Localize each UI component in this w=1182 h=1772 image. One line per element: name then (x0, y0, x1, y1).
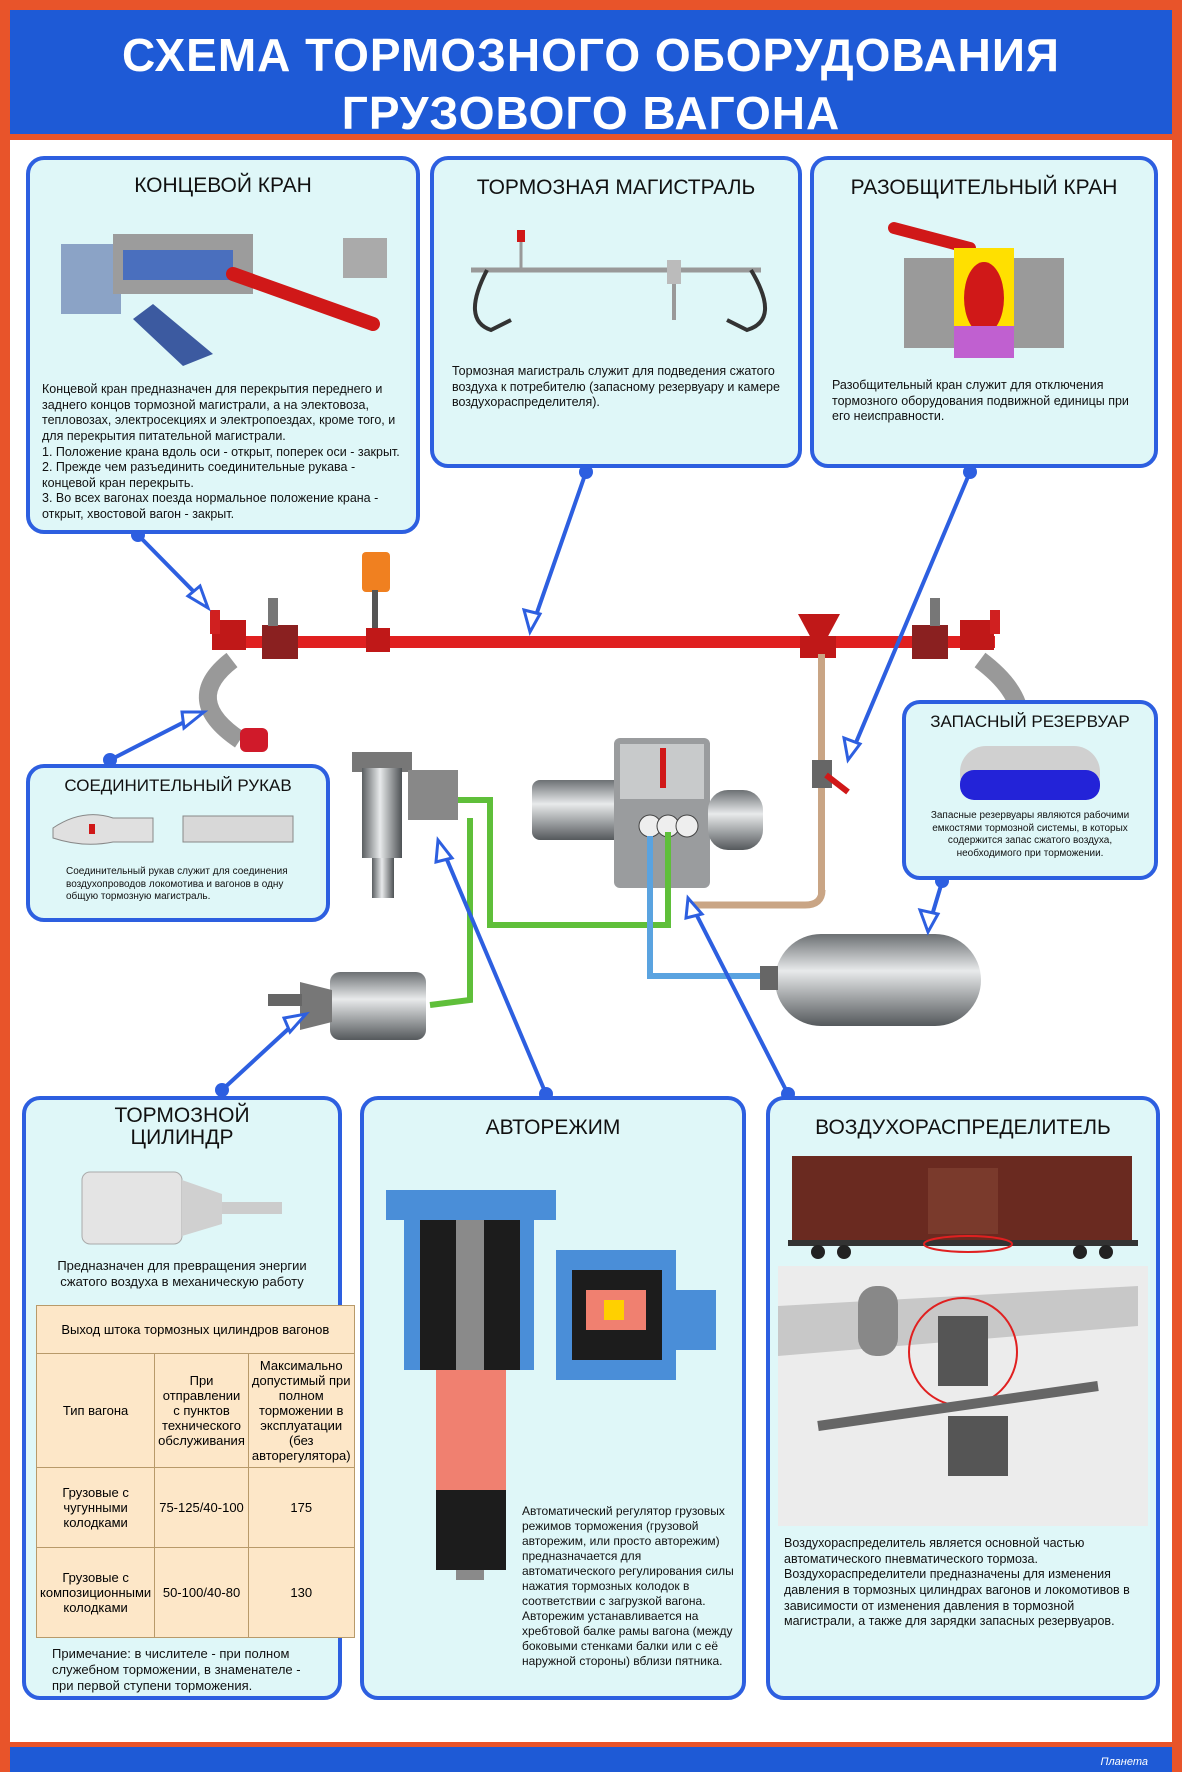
box-end-cock: КОНЦЕВОЙ КРАН Концевой кран предназначен… (26, 156, 420, 534)
box-heading: ТОРМОЗНАЯ МАГИСТРАЛЬ (476, 176, 756, 199)
box-autoregime: АВТОРЕЖИМ Автоматический регулятор грузо… (360, 1096, 746, 1700)
table-header: При отправлении с пунктов технического о… (154, 1352, 249, 1468)
tee-fitting-icon (798, 614, 840, 640)
distributor-text-1: Воздухораспределитель является основной … (784, 1536, 1085, 1566)
box-heading: ВОЗДУХОРАСПРЕДЕЛИТЕЛЬ (815, 1116, 1111, 1139)
box-reservoir: ЗАПАСНЫЙ РЕЗЕРВУАР Запасные резервуары я… (902, 700, 1158, 880)
hose-illustration-icon (52, 814, 294, 845)
reservoir-illustration-icon (960, 746, 1100, 800)
distributor-text-2: Воздухораспределители предназначены для … (784, 1567, 1130, 1629)
box-heading-1: ТОРМОЗНОЙ (114, 1104, 250, 1127)
autoregime-schematic-icon (352, 752, 458, 898)
cutout-cock-illustration-icon (888, 222, 1064, 358)
connector-dot (103, 753, 117, 767)
box-heading: КОНЦЕВОЙ КРАН (134, 174, 312, 197)
table-caption: Выход штока тормозных цилиндров вагонов (36, 1304, 355, 1354)
box-heading-2: ЦИЛИНДР (130, 1126, 234, 1149)
brake-cylinder-schematic-icon (268, 972, 426, 1040)
end-cock-text-4: 3. Во всех вагонах поезда нормальное пол… (42, 491, 379, 521)
brake-cylinder-illustration-icon (81, 1171, 282, 1245)
end-cock-text-1: Концевой кран предназначен для перекрыти… (42, 382, 396, 443)
hose-left-icon (198, 652, 246, 748)
connector-dot (963, 465, 977, 479)
hose-text: Соединительный рукав служит для соединен… (66, 866, 288, 902)
connector-dot (579, 465, 593, 479)
box-heading: РАЗОБЩИТЕЛЬНЫЙ КРАН (850, 176, 1118, 199)
publisher-logo: Планета (1100, 1756, 1149, 1768)
end-cock-illustration-icon (61, 234, 387, 366)
title-bar: СХЕМА ТОРМОЗНОГО ОБОРУДОВАНИЯ ГРУЗОВОГО … (10, 0, 1172, 140)
box-cutout-cock: РАЗОБЩИТЕЛЬНЫЙ КРАН Разобщительный кран … (810, 156, 1158, 468)
dust-collector-icon (362, 552, 390, 592)
table-header: Тип вагона (35, 1352, 156, 1468)
cutout-cock-text: Разобщительный кран служит для отключени… (832, 378, 1129, 424)
box-hose: СОЕДИНИТЕЛЬНЫЙ РУКАВ Соединительный рука… (26, 764, 330, 922)
box-air-distributor: ВОЗДУХОРАСПРЕДЕЛИТЕЛЬ Воздухораспределит… (766, 1096, 1160, 1700)
autoregime-text-2: Авторежим устанавливается на хребтовой б… (522, 1609, 733, 1668)
table-cell: 75-125/40-100 (154, 1466, 249, 1548)
box-heading: ЗАПАСНЫЙ РЕЗЕРВУАР (930, 712, 1130, 731)
table-cell: Грузовые с композиционными колодками (35, 1546, 156, 1638)
table-header: Максимально допустимый при полном тормож… (247, 1352, 355, 1468)
autoregime-illustration-icon (386, 1190, 716, 1580)
freight-wagon-illustration-icon (788, 1156, 1138, 1259)
table-cell: Грузовые с чугунными колодками (35, 1466, 156, 1548)
table-cell: 50-100/40-80 (154, 1546, 249, 1638)
box-brake-line: ТОРМОЗНАЯ МАГИСТРАЛЬ Тормозная магистрал… (430, 156, 802, 468)
table-cell: 175 (247, 1466, 355, 1548)
page-title-line1: СХЕМА ТОРМОЗНОГО ОБОРУДОВАНИЯ (122, 29, 1060, 81)
cutout-cock-icon (812, 760, 832, 788)
air-distributor-icon (532, 738, 763, 888)
box-heading: СОЕДИНИТЕЛЬНЫЙ РУКАВ (64, 776, 292, 795)
brake-line-text: Тормозная магистраль служит для подведен… (452, 364, 780, 410)
rod-stroke-table: Выход штока тормозных цилиндров вагонов … (35, 1304, 355, 1638)
cylinder-text: Предназначен для превращения энергии сжа… (57, 1258, 307, 1290)
end-cock-text-2: 1. Положение крана вдоль оси - открыт, п… (42, 444, 400, 459)
brake-line-illustration-icon (471, 230, 767, 333)
brake-pipe (215, 636, 995, 648)
page-title-line2: ГРУЗОВОГО ВАГОНА (341, 87, 841, 139)
bottom-bar: Планета (10, 1742, 1172, 1772)
distributor-installation-illustration-icon (778, 1266, 1148, 1526)
reservoir-schematic-icon (775, 934, 981, 1026)
connector-dot (215, 1083, 229, 1097)
box-heading: АВТОРЕЖИМ (485, 1116, 621, 1139)
end-cock-right-icon (912, 598, 1000, 659)
box-brake-cylinder: ТОРМОЗНОЙ ЦИЛИНДР Предназначен для превр… (22, 1096, 355, 1700)
cylinder-note: Примечание: в числителе - при полном слу… (52, 1645, 301, 1694)
end-cock-left-icon (210, 598, 298, 659)
table-cell: 130 (247, 1546, 355, 1638)
end-cock-text-3: 2. Прежде чем разъединить соединительные… (42, 460, 356, 490)
reservoir-text: Запасные резервуары являются рабочими ем… (930, 810, 1130, 859)
autoregime-text-1: Автоматический регулятор грузовых режимо… (522, 1504, 734, 1608)
